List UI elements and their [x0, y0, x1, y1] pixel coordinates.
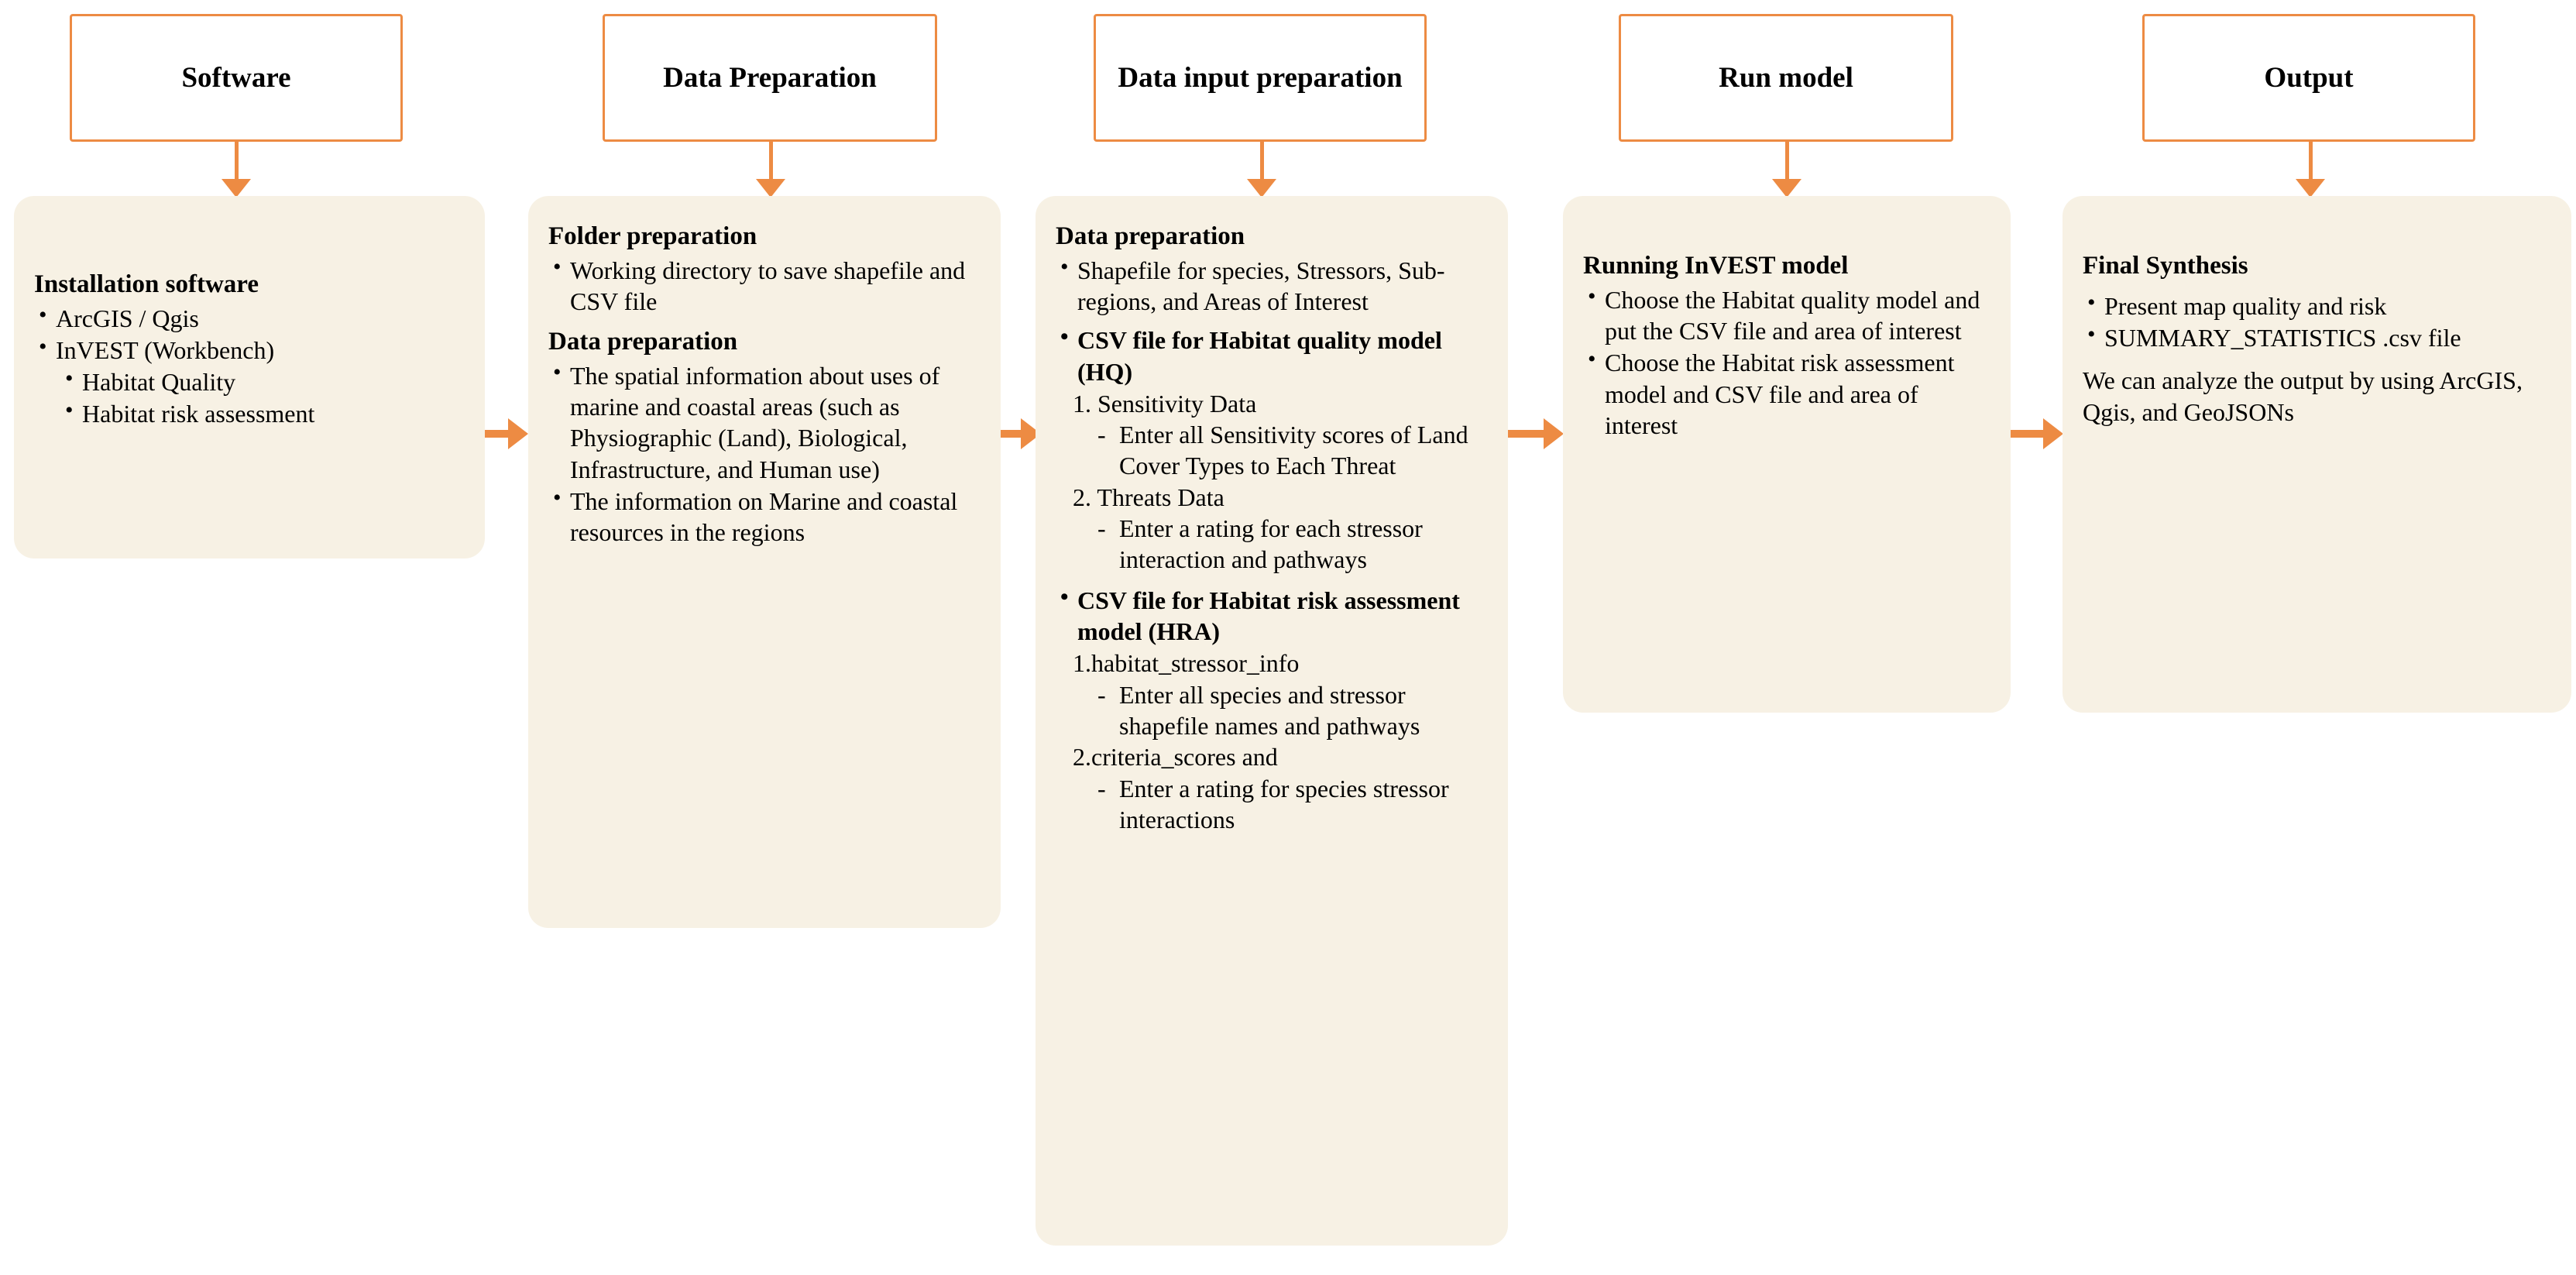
header-box-run-model: Run model [1619, 14, 1953, 142]
list-item: ArcGIS / Qgis [34, 301, 465, 334]
arrow-shaft [1001, 430, 1024, 438]
list-item: Habitat Quality [60, 364, 465, 397]
list-item-hq-title: CSV file for Habitat quality model (HQ) [1056, 322, 1488, 387]
dash-item-hra-2: Enter a rating for species stressor inte… [1096, 773, 1488, 836]
dash-item-hq-1: Enter all Sensitivity scores of Land Cov… [1096, 419, 1488, 482]
header-label-run-model: Run model [1719, 61, 1853, 94]
bullet-list-shapefile: Shapefile for species, Stressors, Sub-re… [1056, 253, 1488, 318]
list-item: SUMMARY_STATISTICS .csv file [2083, 320, 2551, 353]
list-item: Choose the Habitat risk assessment model… [1583, 345, 1990, 441]
arrow-head [2296, 179, 2325, 198]
down-arrow-run-model [1767, 142, 1806, 198]
panel-heading-folder: Folder preparation [548, 222, 757, 250]
header-label-output: Output [2264, 61, 2354, 94]
numbered-item-hra-2: 2.criteria_scores and [1073, 743, 1278, 772]
panel-heading: Running InVEST model [1583, 252, 1849, 280]
down-arrow-software [217, 142, 256, 198]
list-item: Habitat risk assessment [60, 395, 465, 429]
header-label-data-input-preparation: Data input preparation [1118, 61, 1403, 94]
panel-output: Final Synthesis Present map quality and … [2063, 196, 2571, 713]
panel-heading: Installation software [34, 270, 259, 298]
list-item: Present map quality and risk [2083, 288, 2551, 321]
header-box-software: Software [70, 14, 403, 142]
arrow-shaft [485, 430, 511, 438]
arrow-head [2043, 418, 2063, 449]
list-item: The information on Marine and coastal re… [548, 483, 981, 548]
dash-item-hq-2: Enter a rating for each stressor interac… [1096, 513, 1488, 576]
list-item: Choose the Habitat quality model and put… [1583, 282, 1990, 347]
arrow-head [508, 418, 528, 449]
panel-data-input-preparation: Data preparation Shapefile for species, … [1036, 196, 1508, 1246]
bullet-list-folder: Working directory to save shapefile and … [548, 253, 981, 318]
header-label-data-preparation: Data Preparation [663, 61, 877, 94]
arrow-head [1247, 179, 1276, 198]
panel-software: Installation software ArcGIS / Qgis InVE… [14, 196, 485, 558]
arrow-shaft [1784, 142, 1789, 180]
header-box-data-input-preparation: Data input preparation [1094, 14, 1427, 142]
numbered-item-hq-1: 1. Sensitivity Data [1073, 389, 1257, 418]
dash-item-hra-1: Enter all species and stressor shapefile… [1096, 679, 1488, 742]
right-arrow-software-to-data-preparation [485, 418, 528, 449]
panel-run-model: Running InVEST model Choose the Habitat … [1563, 196, 2011, 713]
arrow-shaft [234, 142, 239, 180]
down-arrow-data-input-preparation [1242, 142, 1281, 198]
spacer [2083, 354, 2551, 365]
list-item: Working directory to save shapefile and … [548, 253, 981, 318]
list-item: Shapefile for species, Stressors, Sub-re… [1056, 253, 1488, 318]
header-label-software: Software [181, 61, 291, 94]
header-box-output: Output [2142, 14, 2475, 142]
right-arrow-data-input-to-run-model [1508, 418, 1564, 449]
bullet-list-data: The spatial information about uses of ma… [548, 358, 981, 548]
bullet-list: Choose the Habitat quality model and put… [1583, 282, 1990, 442]
panel-heading: Data preparation [1056, 222, 1245, 250]
bullet-list-hq: CSV file for Habitat quality model (HQ) [1056, 322, 1488, 387]
panel-heading-data: Data preparation [548, 328, 738, 356]
arrow-head [222, 179, 251, 198]
arrow-head [1544, 418, 1564, 449]
arrow-head [756, 179, 785, 198]
right-arrow-run-model-to-output [2011, 418, 2063, 449]
down-arrow-output [2291, 142, 2330, 198]
numbered-item-hq-2: 2. Threats Data [1073, 483, 1224, 511]
panel-data-preparation: Folder preparation Working directory to … [528, 196, 1001, 928]
panel-heading: Final Synthesis [2083, 252, 2248, 280]
arrow-head [1772, 179, 1801, 198]
list-item: The spatial information about uses of ma… [548, 358, 981, 485]
arrow-shaft [768, 142, 773, 180]
arrow-shaft [2011, 430, 2045, 438]
header-box-data-preparation: Data Preparation [603, 14, 937, 142]
list-item-hra-title: CSV file for Habitat risk assessment mod… [1056, 583, 1488, 648]
numbered-item-hra-1: 1.habitat_stressor_info [1073, 649, 1300, 678]
closing-paragraph: We can analyze the output by using ArcGI… [2083, 366, 2523, 426]
bullet-list: Present map quality and risk SUMMARY_STA… [2083, 288, 2551, 354]
sub-bullet-list: Habitat Quality Habitat risk assessment [60, 364, 465, 429]
arrow-shaft [1259, 142, 1264, 180]
bullet-list-hra: CSV file for Habitat risk assessment mod… [1056, 583, 1488, 648]
arrow-shaft [2308, 142, 2313, 180]
list-item: InVEST (Workbench) [34, 332, 465, 366]
arrow-shaft [1508, 430, 1545, 438]
down-arrow-data-preparation [751, 142, 790, 198]
bullet-list: ArcGIS / Qgis InVEST (Workbench) [34, 301, 465, 366]
